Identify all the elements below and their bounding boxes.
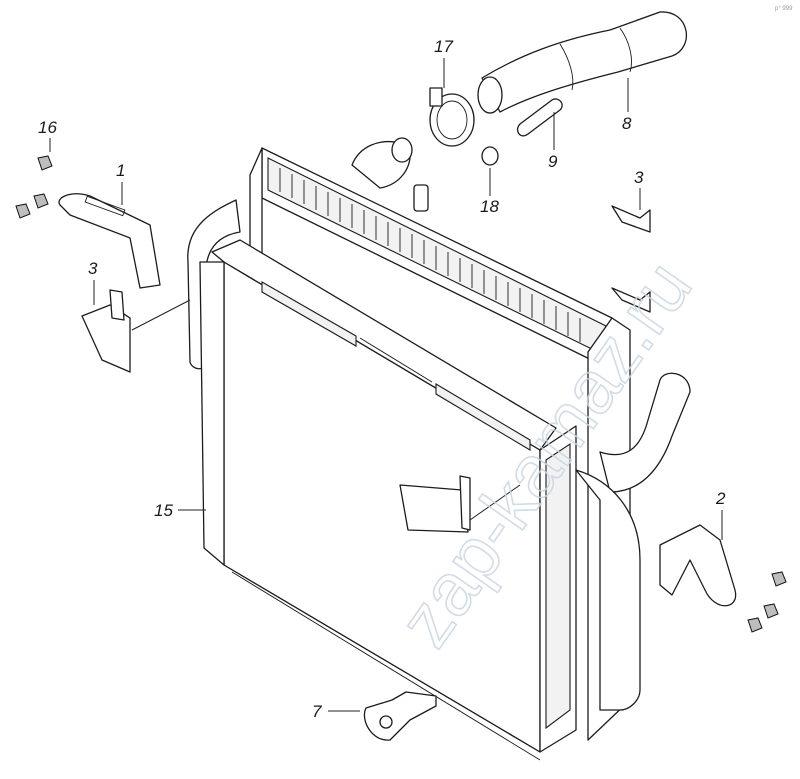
callout-18: 18: [480, 197, 499, 216]
callout-8: 8: [622, 114, 632, 133]
hose-clamp-18: [481, 146, 499, 166]
bottom-bracket-7: [363, 691, 437, 741]
pipe-9: [516, 98, 563, 137]
left-bracket-1: [58, 193, 161, 289]
callout-7: 7: [312, 702, 322, 721]
intercooler-core: [199, 239, 577, 761]
bolt-set-2: [747, 571, 787, 633]
radiator-fins: [279, 168, 581, 342]
callout-16: 16: [38, 118, 57, 137]
center-bracket: [399, 475, 521, 533]
callout-2: 2: [715, 489, 726, 508]
callout-9: 9: [548, 152, 558, 171]
right-charge-air-pipe: [599, 372, 691, 493]
hose-clamp-17: [429, 87, 475, 147]
left-bracket-3: [81, 289, 191, 373]
hose-8: [477, 11, 688, 114]
right-lower-duct: [575, 469, 641, 711]
bolt-set-16: [15, 155, 53, 219]
callout-3-right: 3: [634, 168, 644, 187]
callout-3-left: 3: [88, 259, 98, 278]
callout-labels: 16 1 3 17 8 9 18 3 15 2 7: [38, 37, 726, 721]
corner-mark: p° 999: [775, 6, 793, 12]
right-bracket-3: [611, 205, 651, 313]
callout-1: 1: [116, 161, 125, 180]
callout-15: 15: [154, 501, 173, 520]
right-bracket-2: [659, 524, 737, 607]
callout-17: 17: [434, 37, 453, 56]
